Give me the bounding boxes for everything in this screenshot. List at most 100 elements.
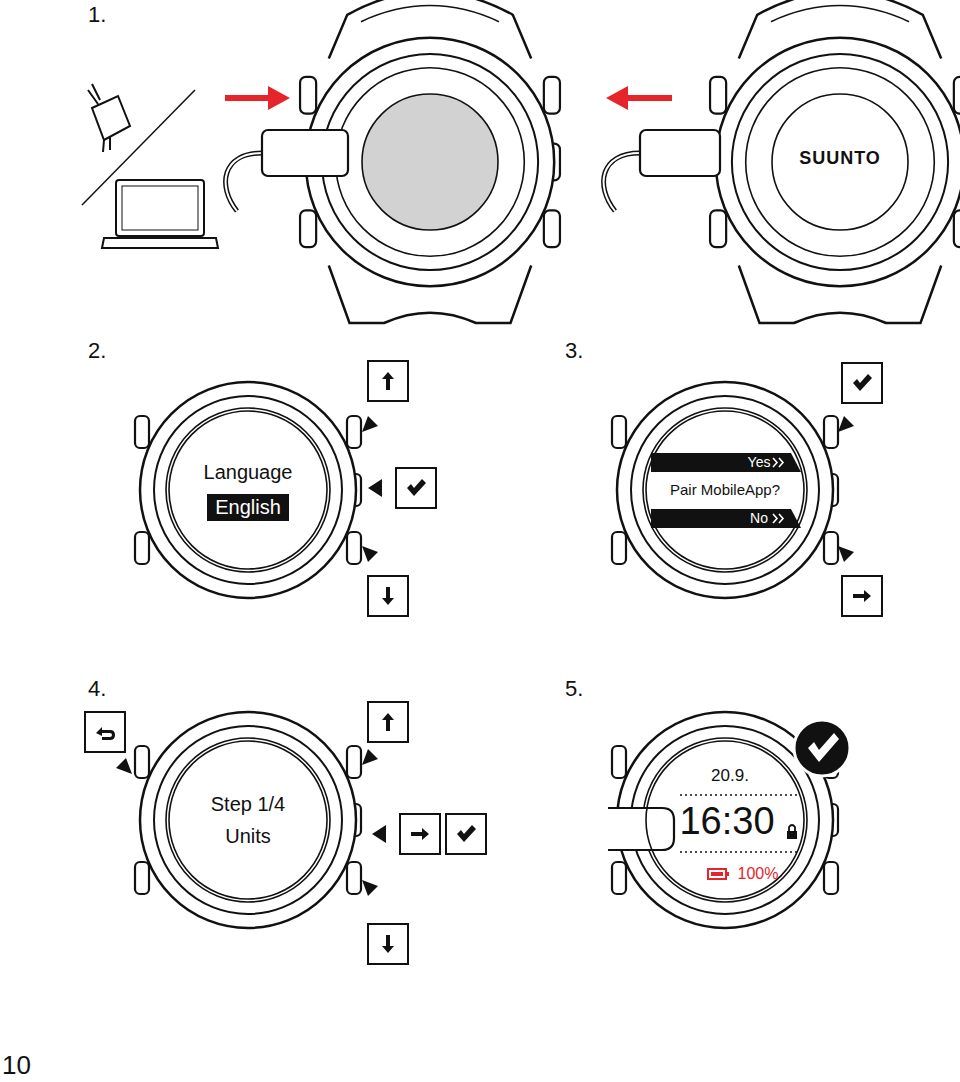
watch-body [135,712,361,928]
side-button [347,532,361,564]
display-text: 100% [738,865,779,883]
button-icon [446,814,486,854]
button-icon [842,576,882,616]
watch-screen-ring [166,408,330,572]
watch-case [140,712,356,928]
side-button [824,416,838,448]
selected-option: English [207,494,289,521]
watch-case [716,38,960,286]
watch-screen-ring [336,68,525,257]
watch-body [710,0,960,323]
charging-clip [226,130,348,211]
display-text: Yes [748,455,771,470]
dotted-separator [680,794,800,796]
option-band: No [651,509,801,528]
charging-clip [604,130,720,211]
watch-display: English Language [168,410,328,570]
display-text: Step 1/4 [211,793,286,815]
watch-bezel [732,54,948,270]
display-text: Units [225,825,271,847]
side-button [135,532,149,564]
strap-seam [771,6,909,22]
pointer-triangle [362,749,378,765]
pointer-triangle [838,546,854,562]
watch-screen-ring [746,68,935,257]
battery-icon [708,869,729,879]
display-text: 16:30 [679,801,774,843]
display-text: SUUNTO [799,149,881,169]
side-button [710,77,726,114]
watch-case [140,382,356,598]
step-number: 3. [565,338,583,364]
watch-screen-ring [643,408,807,572]
watch-display: YesNo Pair MobileApp? [645,410,805,570]
button-icon [842,363,882,403]
side-button [612,746,626,778]
node-outline [168,410,328,570]
side-button [824,532,838,564]
side-button [824,862,838,894]
side-button [300,210,316,247]
button-icon [396,468,436,508]
page-number: 10 [2,1050,31,1081]
display-text: Language [204,461,293,483]
pointer-triangle [362,546,378,562]
step-number: 5. [565,676,583,702]
side-button [135,746,149,778]
display-text: English [215,496,281,518]
pointer-triangle [362,880,378,896]
button-icon [368,361,408,401]
watch-case [617,382,833,598]
side-button [544,210,560,247]
side-button [612,416,626,448]
pointer-triangle [838,416,854,432]
watch-bezel [154,726,342,914]
watch-screen-ring [166,738,330,902]
side-button [347,862,361,894]
pointer-triangle [116,758,132,774]
button-icon [368,702,408,742]
step-number: 2. [88,338,106,364]
node-outline [651,509,801,528]
watch-display: SUUNTO [771,93,909,231]
pointer-triangle [372,825,386,843]
side-button [300,77,316,114]
step-number: 4. [88,676,106,702]
done-badge [794,720,850,776]
watch-display: 20.9. 16:30 100% [645,740,805,900]
lock-icon [787,825,797,839]
display-text: Pair MobileApp? [670,482,780,499]
pointer-triangle [362,416,378,432]
direction-arrow [225,86,290,110]
side-button [954,210,960,247]
side-button [347,746,361,778]
side-button [135,862,149,894]
button-icon [368,576,408,616]
node-outline [651,453,801,472]
display-text: No [750,511,768,526]
laptop-icon [102,180,218,248]
charging-clip [608,808,674,850]
side-button [135,416,149,448]
side-button [710,210,726,247]
display-text: 20.9. [711,767,749,786]
step-number: 1. [88,2,106,28]
pointer-triangle [368,479,382,497]
watch-bezel [631,396,819,584]
direction-arrow [606,86,672,110]
side-button [544,77,560,114]
watch-body [135,382,361,598]
dotted-separator [680,851,800,853]
button-icon [368,924,408,964]
watch-bezel [322,54,538,270]
watch-body [612,382,838,598]
option-band: Yes [651,453,801,472]
button-icon [85,712,125,752]
blank-screen [362,94,498,230]
watch-bezel [154,396,342,584]
side-button [347,416,361,448]
node-outline [168,740,328,900]
side-button [612,862,626,894]
side-button [612,532,626,564]
